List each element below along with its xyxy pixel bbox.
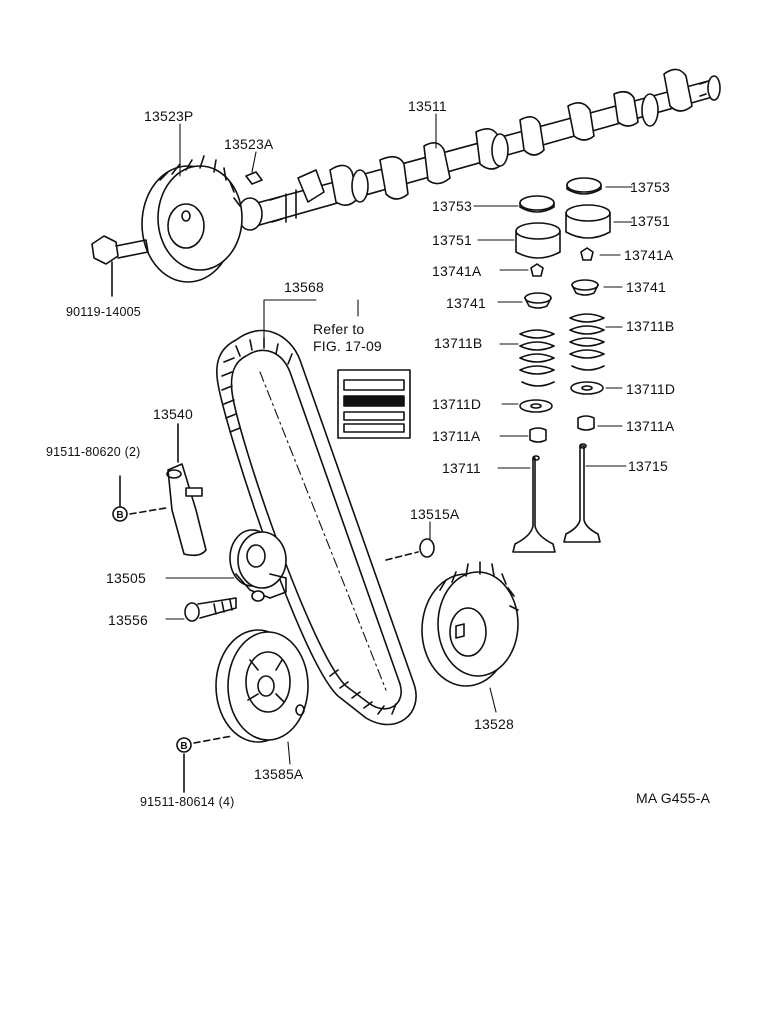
- label-13711D-left: 13711D: [432, 396, 482, 412]
- tensioner: [166, 423, 207, 557]
- label-13511: 13511: [408, 98, 447, 114]
- figure-code: MA G455-A: [636, 790, 711, 806]
- label-13523P: 13523P: [144, 108, 194, 124]
- camshaft-pulley: [141, 155, 243, 283]
- label-13741A-right: 13741A: [624, 247, 674, 263]
- reference-note-line2: FIG. 17-09: [313, 338, 382, 354]
- label-13540: 13540: [153, 406, 193, 422]
- timing-belt: [216, 329, 417, 726]
- bolt-marker-b2-letter: B: [180, 741, 187, 752]
- label-13523A: 13523A: [224, 136, 274, 152]
- label-13711D-right: 13711D: [626, 381, 676, 397]
- reference-inset: [337, 369, 411, 439]
- valve-components: [512, 177, 611, 553]
- reference-note-line1: Refer to: [313, 321, 365, 337]
- idler-pulley: [229, 529, 287, 602]
- camshaft: [237, 68, 721, 231]
- label-13711B-right: 13711B: [626, 318, 675, 334]
- label-13585A: 13585A: [254, 766, 304, 782]
- bolt-marker-b2: [176, 737, 192, 753]
- label-13753-right: 13753: [630, 179, 670, 195]
- idler-bolt: [184, 597, 237, 622]
- label-13515A: 13515A: [410, 506, 460, 522]
- label-13751-left: 13751: [432, 232, 472, 248]
- label-13741-right: 13741: [626, 279, 666, 295]
- label-13741-left: 13741: [446, 295, 486, 311]
- bolt-marker-b1: [112, 506, 128, 522]
- label-13505: 13505: [106, 570, 146, 586]
- leader-lines: [165, 113, 633, 765]
- label-13556: 13556: [108, 612, 148, 628]
- label-91511-80614: 91511-80614 (4): [140, 795, 235, 809]
- pulley-bolt: [91, 235, 149, 297]
- label-13711A-left: 13711A: [432, 428, 481, 444]
- label-13751-right: 13751: [630, 213, 670, 229]
- label-13711B-left: 13711B: [434, 335, 483, 351]
- label-13715: 13715: [628, 458, 668, 474]
- label-90119-14005: 90119-14005: [66, 305, 141, 319]
- key-13523A: [245, 171, 263, 185]
- bolt-marker-b1-letter: B: [116, 510, 123, 521]
- reference-note: Refer to FIG. 17-09: [313, 321, 382, 355]
- label-13753-left: 13753: [432, 198, 472, 214]
- crankshaft-timing-pulley: [421, 561, 519, 687]
- label-91511-80620: 91511-80620 (2): [46, 445, 141, 459]
- label-13711A-right: 13711A: [626, 418, 675, 434]
- washer-13515A: [419, 538, 435, 558]
- label-13528: 13528: [474, 716, 514, 732]
- label-13568: 13568: [284, 279, 324, 295]
- label-13741A-left: 13741A: [432, 263, 482, 279]
- crankshaft-damper: [215, 629, 309, 743]
- label-13711: 13711: [442, 460, 481, 476]
